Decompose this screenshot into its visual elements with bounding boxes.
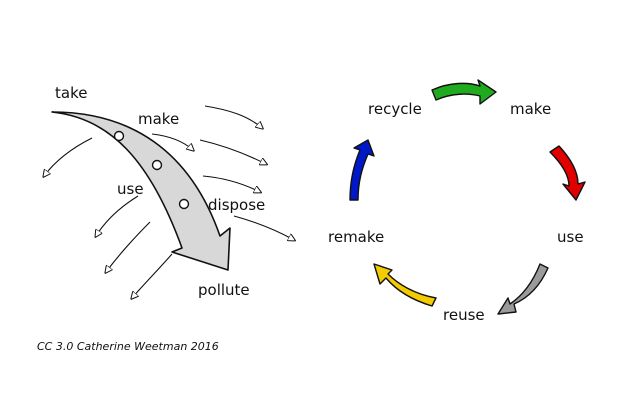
arrow-make-to-use [549, 145, 586, 201]
arrow-reuse-to-remake [373, 263, 437, 307]
label-use: use [117, 180, 144, 198]
linear-node-make [113, 130, 125, 142]
linear-node-use [151, 159, 163, 171]
label-take: take [55, 84, 87, 102]
waste-arrow [233, 215, 294, 240]
waste-arrow [151, 133, 193, 150]
waste-arrow [106, 221, 151, 272]
label-remake: remake [328, 228, 384, 246]
linear-main-arrow [51, 111, 231, 271]
label-recycle: recycle [368, 100, 422, 118]
arrow-remake-to-recycle [349, 139, 375, 201]
waste-arrow [202, 175, 260, 192]
waste-arrow [44, 137, 93, 176]
circular-economy: recycle make use reuse remake [328, 79, 586, 324]
linear-economy: take make use dispose pollute [44, 84, 294, 299]
arrow-recycle-to-make [431, 79, 497, 105]
waste-arrow [199, 139, 266, 164]
arrow-use-to-reuse [497, 263, 549, 315]
label-make: make [138, 110, 179, 128]
credit-text: CC 3.0 Catherine Weetman 2016 [37, 340, 219, 353]
waste-arrow [204, 105, 262, 128]
label-use-circular: use [557, 228, 584, 246]
linear-node-dispose [178, 198, 190, 210]
label-make-circular: make [510, 100, 551, 118]
label-reuse: reuse [443, 306, 485, 324]
waste-arrow [132, 253, 173, 298]
label-dispose: dispose [208, 196, 265, 214]
label-pollute: pollute [198, 281, 250, 299]
waste-arrow [96, 195, 139, 236]
